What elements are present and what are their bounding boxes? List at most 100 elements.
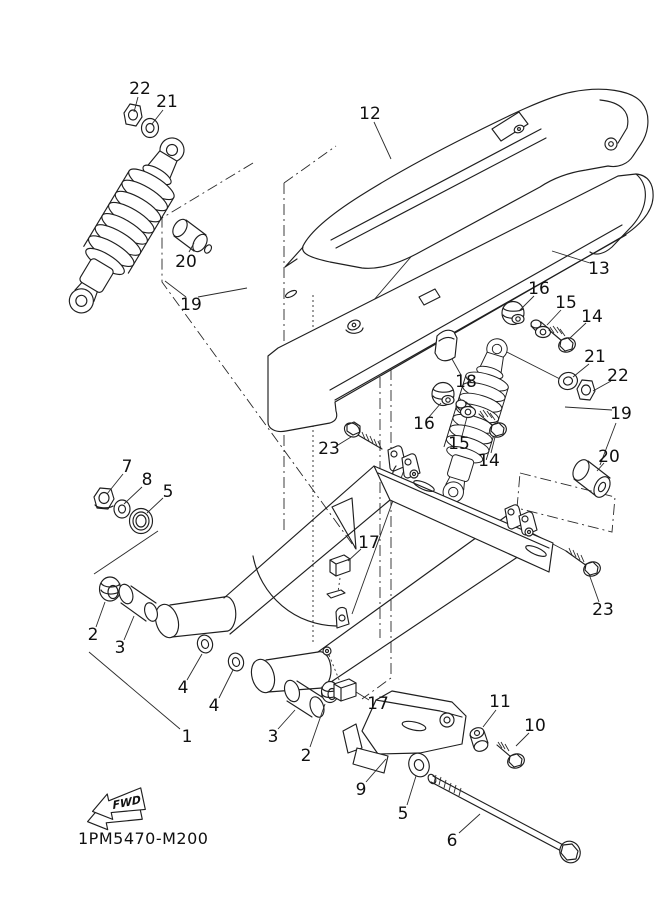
callout-leader-22 xyxy=(133,96,139,113)
callout-8-21[interactable]: 8 xyxy=(142,470,153,490)
callout-10-35[interactable]: 10 xyxy=(524,716,546,736)
callout-leader-21 xyxy=(572,363,590,378)
washer-8 xyxy=(113,499,131,519)
callout-leader-16 xyxy=(428,402,442,418)
callout-1-27[interactable]: 1 xyxy=(182,727,193,747)
washer-21-left xyxy=(140,117,160,139)
bolt-14-upper xyxy=(548,325,576,353)
callout-leader-22 xyxy=(592,380,612,392)
callout-22-0[interactable]: 22 xyxy=(129,79,151,99)
fwd-arrow: FWD xyxy=(87,787,146,831)
callout-leader-14 xyxy=(569,322,587,339)
callout-6-33[interactable]: 6 xyxy=(447,831,458,851)
collar-3-right xyxy=(283,679,325,718)
bolt-23-lower xyxy=(565,547,601,577)
washer-4-left xyxy=(196,634,214,654)
axle-bolt-6 xyxy=(427,773,581,864)
bushing-11 xyxy=(469,727,489,752)
callout-22-10[interactable]: 22 xyxy=(607,366,629,386)
callout-13-5[interactable]: 13 xyxy=(588,259,610,279)
collar-20-left xyxy=(172,218,213,254)
callout-15-15[interactable]: 15 xyxy=(448,434,470,454)
damper-18 xyxy=(434,329,458,362)
callout-17-18[interactable]: 17 xyxy=(358,533,380,553)
callout-21-9[interactable]: 21 xyxy=(584,347,606,367)
callout-leader-4 xyxy=(218,669,234,699)
callout-leader-10 xyxy=(515,732,530,747)
part-number: 1PM5470-M200 xyxy=(78,829,208,848)
washer-4-right xyxy=(227,652,245,672)
callout-leader-3 xyxy=(277,709,296,730)
callout-leader-8 xyxy=(123,486,143,505)
callout-3-24[interactable]: 3 xyxy=(115,638,126,658)
callout-leader-14 xyxy=(490,436,496,454)
damper-17-lower xyxy=(333,678,357,702)
chain-case-lower xyxy=(267,173,654,433)
callout-leader-15 xyxy=(546,309,562,326)
callout-14-16[interactable]: 14 xyxy=(478,451,500,471)
callout-leader-2 xyxy=(309,703,326,748)
bolt-14-lower xyxy=(478,409,507,438)
callout-leader-17 xyxy=(347,548,362,562)
callout-4-26[interactable]: 4 xyxy=(209,696,220,716)
callout-leader-16 xyxy=(518,295,535,312)
callout-7-20[interactable]: 7 xyxy=(122,457,133,477)
damper-17-upper xyxy=(326,554,351,599)
callout-21-1[interactable]: 21 xyxy=(156,92,178,112)
callout-23-19[interactable]: 23 xyxy=(592,600,614,620)
callout-5-22[interactable]: 5 xyxy=(163,482,174,502)
nut-7 xyxy=(93,487,115,510)
callout-leader-18 xyxy=(451,358,462,376)
callout-leader-20 xyxy=(188,242,195,253)
grommet-16-upper xyxy=(501,300,525,326)
chain-case-upper-cover xyxy=(284,88,649,269)
callout-20-12[interactable]: 20 xyxy=(598,447,620,467)
callout-leader-3 xyxy=(123,615,135,641)
callout-23-17[interactable]: 23 xyxy=(318,439,340,459)
callout-3-28[interactable]: 3 xyxy=(268,727,279,747)
callout-leader-13 xyxy=(551,250,591,264)
callout-19-3[interactable]: 19 xyxy=(180,295,202,315)
grommet-16-lower xyxy=(431,381,455,407)
fwd-label: FWD xyxy=(112,793,141,812)
callout-5-32[interactable]: 5 xyxy=(398,804,409,824)
washer-5-lower xyxy=(408,752,430,778)
swingarm xyxy=(154,465,554,694)
callout-leader-4 xyxy=(186,653,203,681)
callout-leader-9 xyxy=(365,758,387,783)
callout-16-6[interactable]: 16 xyxy=(528,279,550,299)
callout-leader-5 xyxy=(406,775,417,806)
callout-20-2[interactable]: 20 xyxy=(175,252,197,272)
callout-16-14[interactable]: 16 xyxy=(413,414,435,434)
callout-2-23[interactable]: 2 xyxy=(88,625,99,645)
callout-17-30[interactable]: 17 xyxy=(367,694,389,714)
callout-leader-11 xyxy=(482,709,497,728)
callout-18-13[interactable]: 18 xyxy=(455,372,477,392)
callout-leader-19 xyxy=(197,287,248,298)
callout-leader-6 xyxy=(458,813,481,834)
callout-leader-7 xyxy=(106,473,124,495)
callout-leader-21 xyxy=(151,109,164,125)
callout-9-31[interactable]: 9 xyxy=(356,780,367,800)
chain-puller-bracket-9 xyxy=(342,690,467,774)
callout-layer: 2221201912131615142122192018161514231723… xyxy=(88,79,632,851)
callout-leader-19 xyxy=(164,280,187,298)
collar-15-upper xyxy=(530,319,552,339)
callout-2-29[interactable]: 2 xyxy=(301,746,312,766)
callout-leader-17 xyxy=(355,691,370,701)
collar-15-lower xyxy=(455,399,477,419)
washer-21-right xyxy=(557,371,579,391)
callout-15-7[interactable]: 15 xyxy=(555,293,577,313)
callout-19-11[interactable]: 19 xyxy=(610,404,632,424)
callout-leader-19 xyxy=(599,422,617,466)
callout-12-4[interactable]: 12 xyxy=(359,104,381,124)
callout-11-34[interactable]: 11 xyxy=(489,692,511,712)
collar-3-left xyxy=(118,583,158,622)
nut-22-left xyxy=(123,103,143,127)
callout-4-25[interactable]: 4 xyxy=(178,678,189,698)
callout-leader-23 xyxy=(588,573,600,603)
callout-leader-2 xyxy=(95,601,106,628)
callout-14-8[interactable]: 14 xyxy=(581,307,603,327)
